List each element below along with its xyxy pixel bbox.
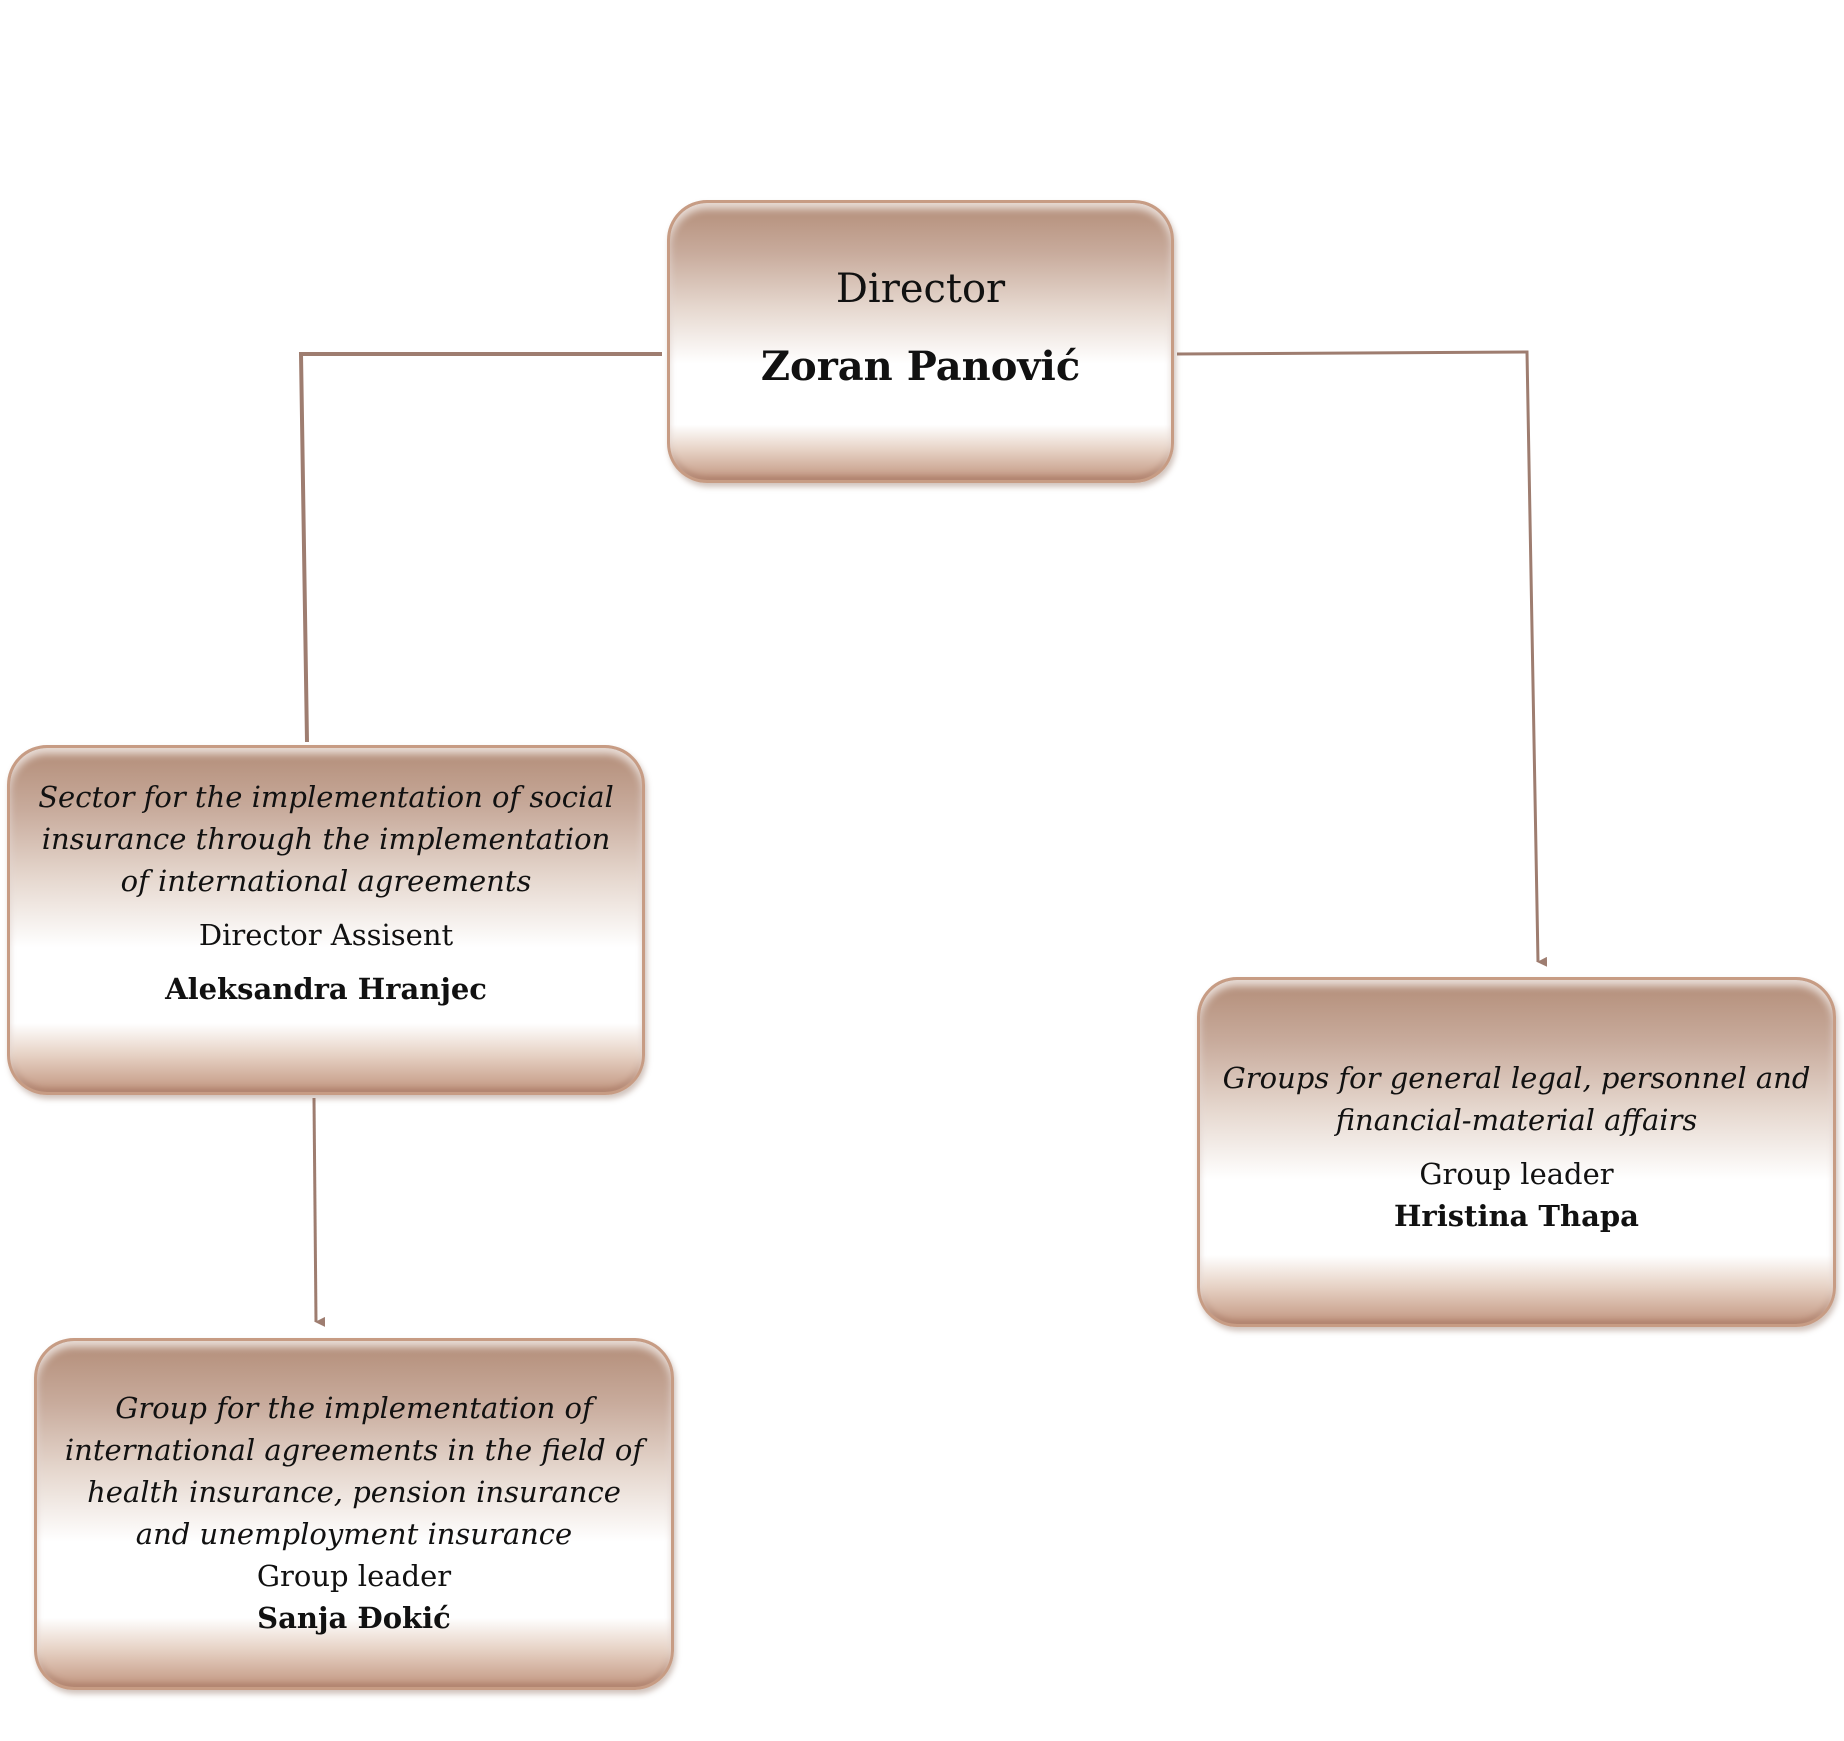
sector-role: Director Assisent	[198, 918, 454, 952]
group-legal-department-line: financial-material affairs	[1335, 1103, 1698, 1137]
group-health-department-line: and unemployment insurance	[135, 1517, 573, 1551]
sector-department-line: Sector for the implementation of social	[38, 780, 614, 814]
group-legal-box: Groups for general legal, personnel and …	[1197, 977, 1836, 1327]
director-role: Director	[835, 266, 1006, 312]
sector-name: Aleksandra Hranjec	[165, 972, 487, 1006]
sector-box: Sector for the implementation of social …	[7, 745, 645, 1095]
group-health-department-line: health insurance, pension insurance	[87, 1475, 621, 1509]
connector-director-to-sector	[298, 352, 662, 743]
connector-sector-to-health	[312, 1097, 326, 1327]
group-health-name: Sanja Đokić	[257, 1601, 451, 1635]
connector-director-to-legal	[1176, 350, 1548, 967]
group-health-department-line: Group for the implementation of	[115, 1391, 593, 1425]
group-health-role: Group leader	[256, 1559, 452, 1593]
group-legal-department-line: Groups for general legal, personnel and	[1222, 1061, 1811, 1095]
director-name: Zoran Panović	[760, 343, 1081, 390]
group-health-box: Group for the implementation of internat…	[34, 1338, 674, 1690]
director-box: Director Zoran Panović	[667, 200, 1174, 483]
group-legal-name: Hristina Thapa	[1394, 1199, 1639, 1233]
sector-department-line: of international agreements	[120, 864, 532, 898]
group-legal-role: Group leader	[1419, 1157, 1614, 1191]
sector-department-line: insurance through the implementation	[41, 822, 611, 856]
group-health-department-line: international agreements in the field of	[64, 1433, 644, 1467]
